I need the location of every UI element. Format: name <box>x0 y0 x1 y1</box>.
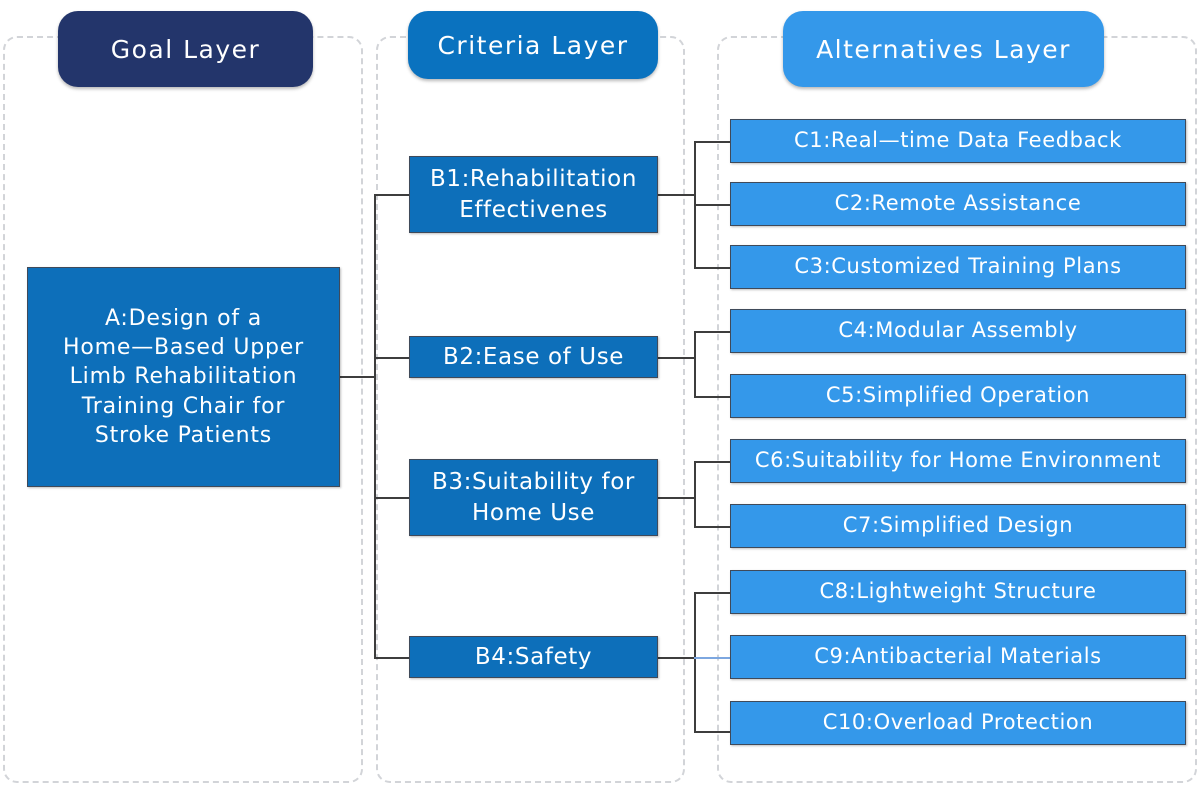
connector-goal-trunk <box>374 194 376 658</box>
connector-goal-to-b4 <box>374 657 410 659</box>
connector-goal-to-b2 <box>374 357 410 359</box>
criteria-node-b4[interactable]: B4:Safety <box>409 636 658 678</box>
connector-goal-stub <box>340 376 376 378</box>
connector-b2-trunk <box>694 331 696 397</box>
alternative-node-c10[interactable]: C10:Overload Protection <box>730 701 1186 745</box>
goal-node-a[interactable]: A:Design of a Home—Based Upper Limb Reha… <box>27 267 340 487</box>
criteria-node-b3[interactable]: B3:Suitability for Home Use <box>409 459 658 536</box>
connector-goal-to-b1 <box>374 194 410 196</box>
alternative-node-c4[interactable]: C4:Modular Assembly <box>730 309 1186 353</box>
connector-b4-to-c10 <box>694 731 730 733</box>
connector-b1-stub <box>658 194 696 196</box>
connector-b1-to-c3 <box>694 267 730 269</box>
connector-b3-stub <box>658 497 696 499</box>
alternative-node-c2[interactable]: C2:Remote Assistance <box>730 182 1186 226</box>
connector-b4-to-c9 <box>694 657 730 659</box>
connector-b3-to-c7 <box>694 526 730 528</box>
connector-b4-trunk <box>694 592 696 732</box>
connector-b2-to-c4 <box>694 331 730 333</box>
connector-b3-to-c6 <box>694 461 730 463</box>
alternative-node-c6[interactable]: C6:Suitability for Home Environment <box>730 439 1186 483</box>
alternative-node-c5[interactable]: C5:Simplified Operation <box>730 374 1186 418</box>
alternative-node-c7[interactable]: C7:Simplified Design <box>730 504 1186 548</box>
connector-b3-trunk <box>694 461 696 527</box>
connector-b4-to-c8 <box>694 592 730 594</box>
connector-b2-to-c5 <box>694 396 730 398</box>
connector-b1-to-c2 <box>694 204 730 206</box>
connector-b1-to-c1 <box>694 141 730 143</box>
connector-b4-stub <box>658 657 696 659</box>
connector-goal-to-b3 <box>374 497 410 499</box>
alternative-node-c8[interactable]: C8:Lightweight Structure <box>730 570 1186 614</box>
alternative-node-c9[interactable]: C9:Antibacterial Materials <box>730 635 1186 679</box>
connector-b2-stub <box>658 357 696 359</box>
alternative-node-c3[interactable]: C3:Customized Training Plans <box>730 245 1186 289</box>
goal-layer-header: Goal Layer <box>58 11 313 87</box>
alternatives-layer-header: Alternatives Layer <box>783 11 1104 87</box>
criteria-layer-header: Criteria Layer <box>408 11 658 79</box>
alternative-node-c1[interactable]: C1:Real—time Data Feedback <box>730 119 1186 163</box>
criteria-node-b2[interactable]: B2:Ease of Use <box>409 336 658 378</box>
criteria-node-b1[interactable]: B1:Rehabilitation Effectivenes <box>409 156 658 233</box>
